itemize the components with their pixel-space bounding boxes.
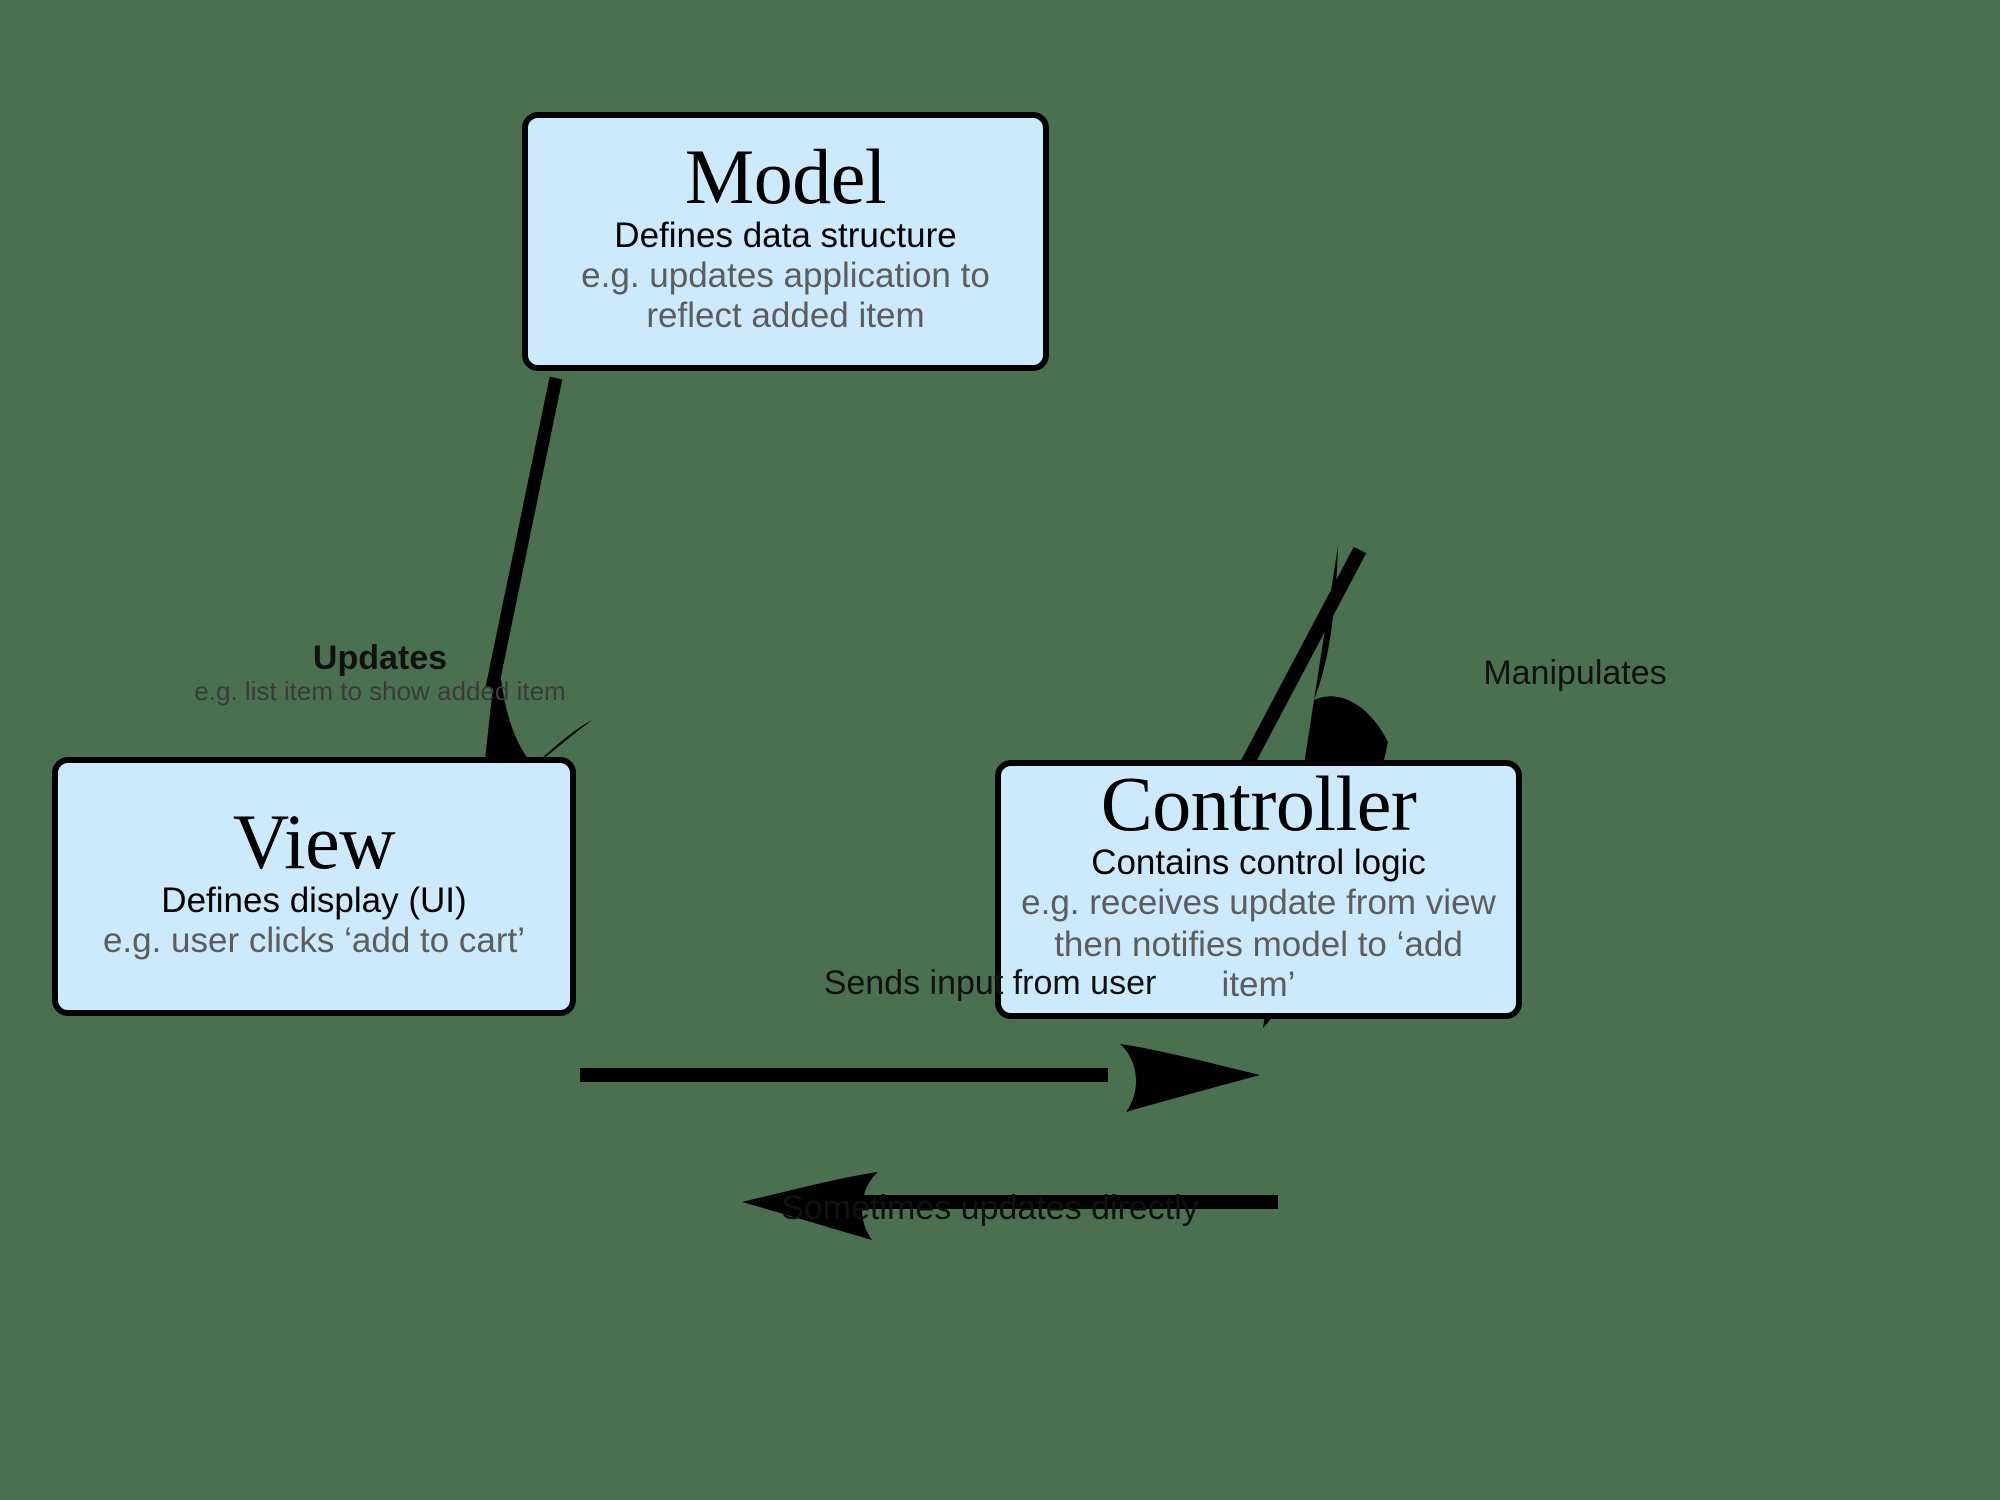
node-controller-example-line1: e.g. receives update from view — [1021, 883, 1496, 923]
node-view-example: e.g. user clicks ‘add to cart’ — [102, 921, 526, 961]
edge-label-updates: Updates e.g. list item to show added ite… — [130, 639, 630, 707]
node-model-subtitle: Defines data structure — [614, 216, 957, 256]
node-view-subtitle: Defines display (UI) — [161, 881, 467, 921]
node-model-title: Model — [684, 132, 887, 220]
edge-label-sometimes-updates: Sometimes updates directly — [700, 1189, 1280, 1227]
node-controller-title: Controller — [1100, 759, 1417, 847]
node-controller[interactable]: Controller Contains control logic e.g. r… — [995, 760, 1522, 1019]
edge-label-updates-sub: e.g. list item to show added item — [194, 676, 566, 707]
edge-label-manipulates-main: Manipulates — [1483, 654, 1667, 692]
edge-label-manipulates: Manipulates — [1400, 654, 1750, 692]
node-view-title: View — [232, 797, 396, 885]
edge-label-sends-input: Sends input from user — [720, 964, 1260, 1002]
node-controller-example-line2: then notifies model to ‘add item’ — [1054, 925, 1463, 1005]
edge-label-updates-main: Updates — [312, 639, 448, 677]
node-model-example: e.g. updates application to reflect adde… — [581, 256, 990, 336]
node-view[interactable]: View Defines display (UI) e.g. user clic… — [52, 757, 576, 1016]
edge-label-sometimes-updates-main: Sometimes updates directly — [781, 1189, 1199, 1227]
arrow-view-to-controller — [580, 1044, 1260, 1112]
node-controller-subtitle: Contains control logic — [1091, 843, 1426, 883]
node-model[interactable]: Model Defines data structure e.g. update… — [522, 112, 1049, 371]
edge-label-sends-input-main: Sends input from user — [823, 964, 1157, 1002]
